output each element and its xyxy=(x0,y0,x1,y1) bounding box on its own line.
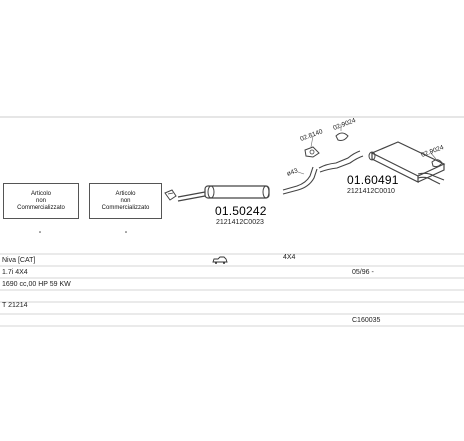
production-date-range: 05/96 - xyxy=(352,269,374,276)
front-pipe-oe-code: 2121412C0023 xyxy=(216,219,264,226)
front-pipe-drawing xyxy=(177,185,270,202)
front-pipe-part-number[interactable]: 01.50242 xyxy=(215,204,267,218)
not-available-box-2: Articolo non Commercializzato xyxy=(89,183,162,219)
car-side-icon xyxy=(212,256,228,266)
front-clamp-icon xyxy=(164,189,177,201)
connecting-pipe-drawing xyxy=(282,150,364,195)
not-available-label-line3: Commercializzato xyxy=(17,204,65,211)
gasket-icon xyxy=(304,146,320,158)
not-available-label-line3: Commercializzato xyxy=(101,204,150,211)
not-available-label-line1: Articolo xyxy=(115,190,136,197)
catalogue-code: C160035 xyxy=(352,317,381,324)
rear-silencer-part-number[interactable]: 01.60491 xyxy=(347,173,399,187)
not-available-box-1: Articolo non Commercializzato xyxy=(3,183,79,219)
engine-displacement-power: 1690 cc,00 HP 59 KW xyxy=(2,281,71,288)
engine-version: 1.7i 4X4 xyxy=(2,269,28,276)
rear-silencer-oe-code: 2121412C0010 xyxy=(347,188,395,195)
not-available-label-line2: non xyxy=(35,197,46,204)
engine-code: T 21214 xyxy=(2,302,28,309)
not-available-label-line1: Articolo xyxy=(30,190,51,197)
vehicle-model: Niva [CAT] xyxy=(2,257,36,264)
rear-silencer-drawing xyxy=(368,141,446,185)
clamp-left-icon xyxy=(335,132,349,141)
not-available-label-line2: non xyxy=(120,197,131,204)
clamp-right-icon xyxy=(431,159,443,168)
drive-type: 4X4 xyxy=(283,254,296,261)
